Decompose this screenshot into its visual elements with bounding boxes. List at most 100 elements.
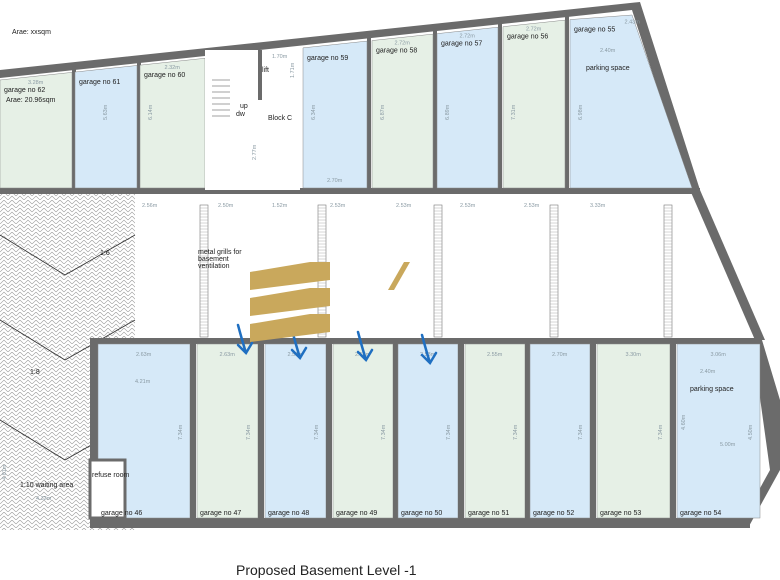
garage-label: garage no 52 bbox=[533, 510, 574, 517]
depth-dimension: 5.63m bbox=[103, 104, 109, 120]
aisle-dimension: 2.53m bbox=[460, 203, 476, 209]
depth-dimension: 6.14m bbox=[148, 104, 154, 120]
depth-dimension: 6.98m bbox=[578, 104, 584, 120]
garage-area: Arae: 20.96sqm bbox=[6, 97, 56, 104]
aisle-dimension: 2.50m bbox=[218, 203, 234, 209]
depth-dimension: 7.34m bbox=[578, 424, 584, 440]
depth-dimension: 7.34m bbox=[314, 424, 320, 440]
extra-dimension: 4.21m bbox=[135, 379, 151, 385]
waiting-width: 4.32m bbox=[36, 496, 52, 502]
partition-wall bbox=[565, 14, 569, 190]
partition-wall bbox=[525, 344, 531, 518]
width-dimension: 3.30m bbox=[626, 352, 642, 358]
partition-wall bbox=[393, 344, 399, 518]
arrow-annotation bbox=[236, 323, 254, 356]
arrow-annotation bbox=[420, 333, 438, 366]
garage-top-6[interactable] bbox=[502, 19, 566, 189]
depth-dimension: 7.34m bbox=[246, 424, 252, 440]
garage-top-7[interactable] bbox=[569, 14, 693, 189]
refuse-room[interactable] bbox=[88, 458, 127, 520]
waiting-area-label: 1:10 waiting area bbox=[20, 482, 73, 489]
aisle-dimension: 2.53m bbox=[330, 203, 346, 209]
ventilation-note: basement bbox=[198, 256, 229, 263]
partition-wall bbox=[590, 344, 596, 518]
lift-depth: 1.71m bbox=[290, 62, 296, 78]
garage-bottom-8[interactable] bbox=[676, 343, 761, 519]
garage-bottom-5[interactable] bbox=[464, 343, 526, 519]
garage-label: garage no 61 bbox=[79, 79, 120, 86]
parking-space-label: parking space bbox=[690, 386, 734, 393]
width-dimension: 2.55m bbox=[487, 352, 503, 358]
partition-wall bbox=[258, 344, 264, 518]
garage-label: garage no 60 bbox=[144, 72, 185, 79]
garage-top-0[interactable] bbox=[0, 72, 73, 189]
aisle-dimension: 3.33m bbox=[590, 203, 606, 209]
aisle-dimension: 2.56m bbox=[142, 203, 158, 209]
width-dimension: 2.72m bbox=[526, 27, 542, 33]
garage-label: garage no 49 bbox=[336, 510, 377, 517]
garage-top-5[interactable] bbox=[436, 26, 499, 189]
garage-bottom-4[interactable] bbox=[397, 343, 459, 519]
garage-top-3[interactable] bbox=[302, 40, 368, 189]
north-wall bbox=[0, 2, 700, 190]
aisle-dimension: 1.52m bbox=[272, 203, 288, 209]
partition-wall bbox=[190, 344, 196, 518]
partition-wall bbox=[367, 35, 371, 191]
logo-watermark-mark bbox=[388, 262, 410, 290]
partition-wall bbox=[498, 21, 502, 190]
width-dimension: 2.63m bbox=[220, 352, 236, 358]
garage-bottom-6[interactable] bbox=[529, 343, 591, 519]
width-dimension: 2.32m bbox=[165, 65, 181, 71]
aisle-north-wall bbox=[0, 188, 700, 194]
garage-bottom-7[interactable] bbox=[596, 343, 671, 519]
garage-label: garage no 56 bbox=[507, 34, 548, 41]
logo-watermark bbox=[250, 288, 330, 316]
garage-label: garage no 54 bbox=[680, 510, 721, 517]
logo-watermark bbox=[250, 314, 330, 342]
garage-top-4[interactable] bbox=[371, 33, 434, 189]
partition-wall bbox=[72, 66, 76, 190]
depth-dimension: 7.34m bbox=[513, 424, 519, 440]
aisle-dimension: 2.53m bbox=[396, 203, 412, 209]
garage-label: garage no 53 bbox=[600, 510, 641, 517]
block-c-core bbox=[205, 50, 300, 190]
east-wall-lower bbox=[738, 340, 780, 528]
garage-bottom-1[interactable] bbox=[196, 343, 259, 519]
block-c-label: Block C bbox=[268, 115, 292, 122]
stair-down-label: dw bbox=[236, 111, 246, 118]
partition-wall bbox=[433, 28, 437, 190]
depth-dimension: 7.34m bbox=[446, 424, 452, 440]
garage-label: garage no 50 bbox=[401, 510, 442, 517]
width-dimension: 3.28m bbox=[28, 80, 44, 86]
ramp-gradient: 1:8 bbox=[30, 369, 40, 376]
stair-depth: 2.77m bbox=[252, 144, 258, 160]
parking-depth: 4.60m bbox=[681, 414, 687, 430]
partition-wall bbox=[137, 59, 141, 191]
lift-wall bbox=[258, 50, 262, 100]
width-dimension: 2.72m bbox=[395, 41, 411, 47]
lift-label: lift bbox=[262, 67, 269, 74]
garage-top-1[interactable] bbox=[74, 65, 138, 189]
waiting-depth: 4.81m bbox=[2, 464, 8, 480]
area-note: Arae: xxsqm bbox=[12, 29, 51, 36]
depth-dimension: 6.34m bbox=[311, 104, 317, 120]
depth-dimension: 7.34m bbox=[658, 424, 664, 440]
depth-dimension: 6.87m bbox=[380, 104, 386, 120]
east-wall bbox=[690, 190, 765, 340]
extra-dimension: 5.00m bbox=[720, 442, 736, 448]
depth-dimension: 7.34m bbox=[178, 424, 184, 440]
depth-dimension: 7.31m bbox=[511, 104, 517, 120]
partition-wall bbox=[326, 344, 332, 518]
plan-title: Proposed Basement Level -1 bbox=[236, 562, 417, 578]
depth-dimension: 6.89m bbox=[445, 104, 451, 120]
partition-wall bbox=[670, 344, 676, 518]
arrow-annotation bbox=[356, 330, 374, 363]
garage-bottom-3[interactable] bbox=[332, 343, 394, 519]
garage-label: garage no 46 bbox=[101, 510, 142, 517]
stair-up-label: up bbox=[240, 103, 248, 110]
garage-label: garage no 55 bbox=[574, 27, 615, 34]
ventilation-note: metal grills for bbox=[198, 249, 242, 256]
refuse-room-label: refuse room bbox=[92, 472, 130, 479]
parking-width: 2.40m bbox=[600, 48, 616, 54]
